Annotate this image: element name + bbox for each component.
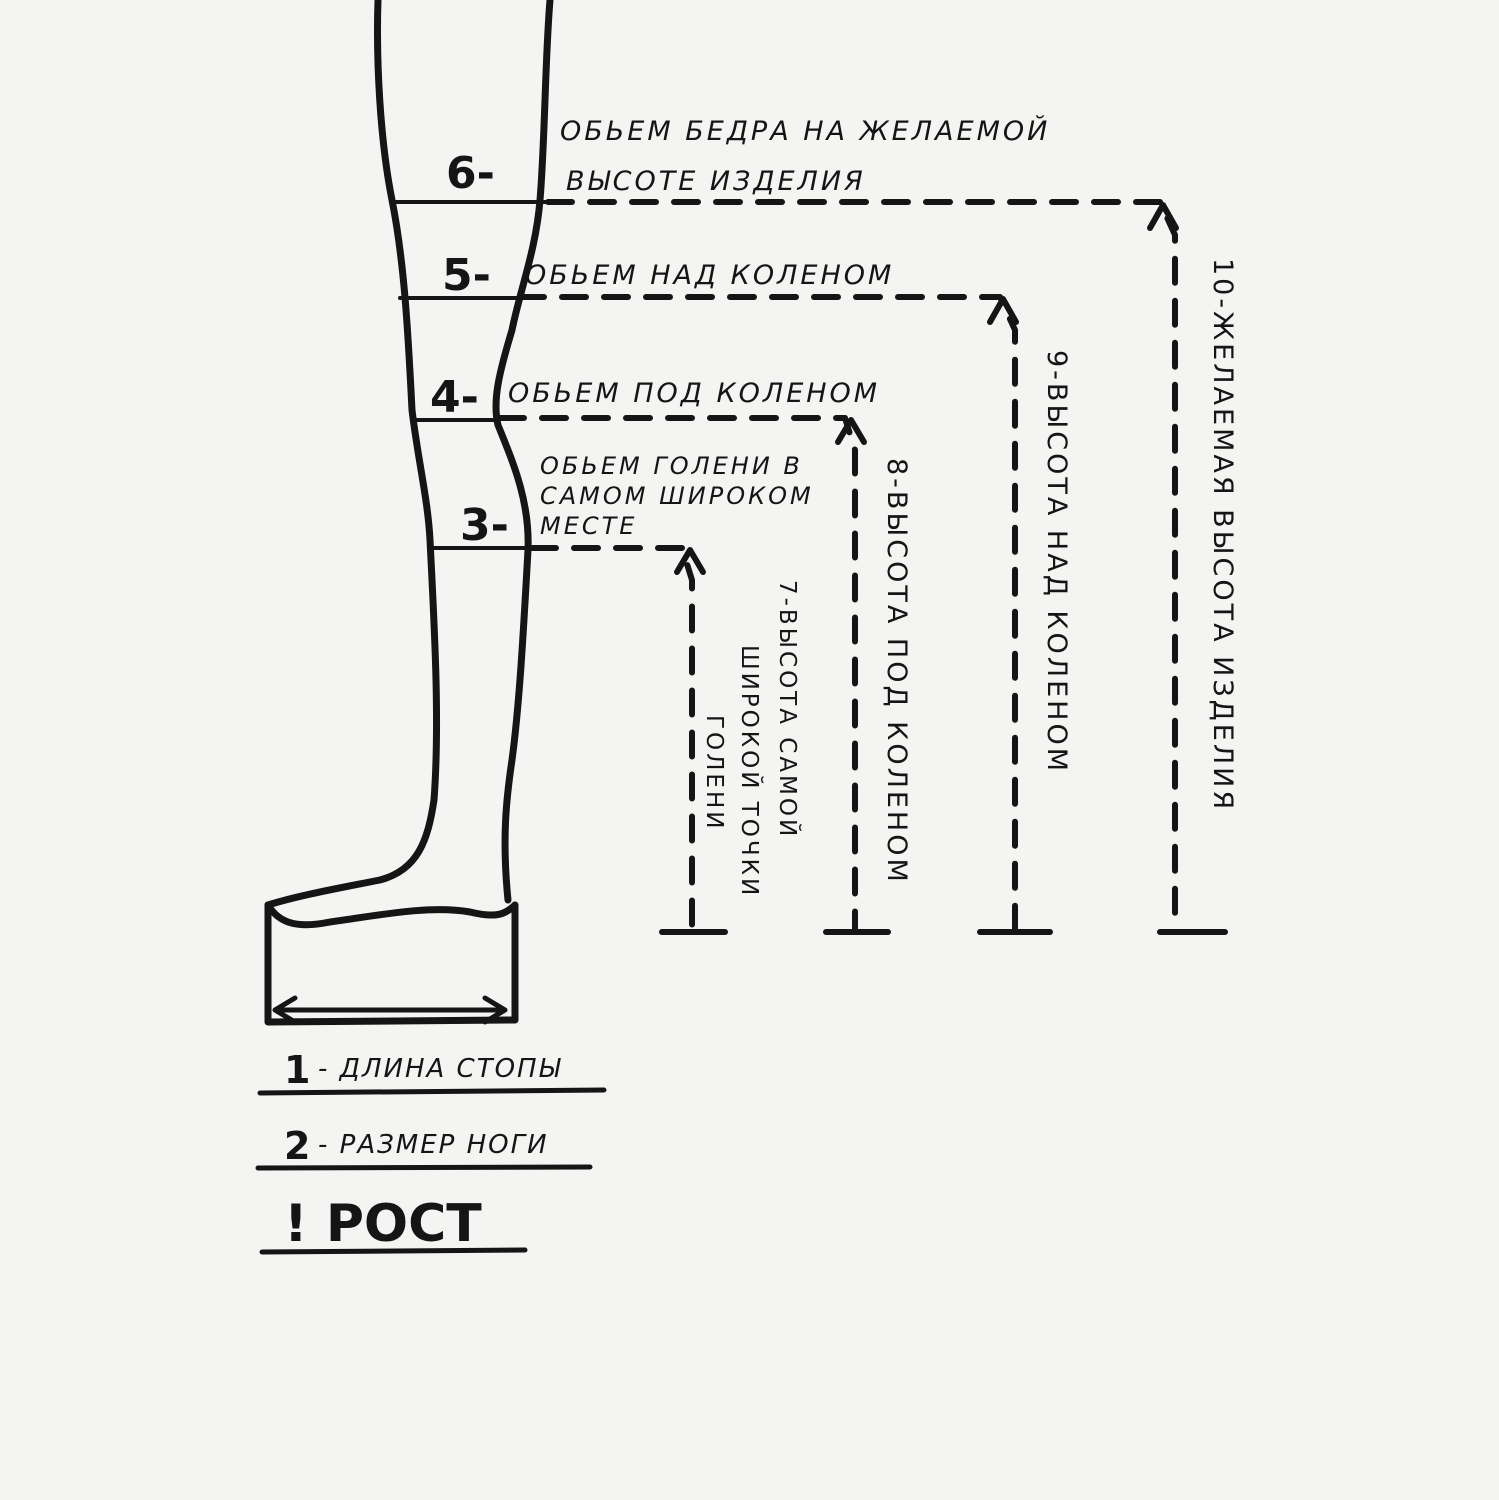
label-5-text: ОБЬЕМ НАД КОЛЕНОМ [525, 260, 895, 291]
label-5-number: 5- [442, 250, 491, 301]
arrow-8 [835, 417, 867, 445]
legend-2-number: 2 [284, 1124, 311, 1168]
legend-2-text: - РАЗМЕР НОГИ [318, 1130, 549, 1160]
label-6-number: 6- [446, 148, 495, 199]
leg-front-outline [492, 0, 554, 904]
foot-length-arrow [272, 995, 508, 1025]
arrow-9 [987, 296, 1019, 325]
dashed-guides [497, 199, 1178, 933]
legend-1-number: 1 [284, 1048, 311, 1092]
leg-back-outline [264, 0, 441, 909]
guide-9 [517, 294, 1018, 933]
underline-2 [255, 1164, 593, 1171]
arrow-7 [674, 547, 706, 575]
label-6-line2: ВЫСОТЕ ИЗДЕЛИЯ [566, 166, 866, 197]
sole-block [264, 901, 519, 1026]
label-7-line1: 7-ВЫСОТА САМОЙ [774, 580, 800, 840]
legend-underlines [255, 1087, 607, 1255]
label-9-text: 9-ВЫСОТА НАД КОЛЕНОМ [1041, 350, 1072, 774]
label-8-text: 8-ВЫСОТА ПОД КОЛЕНОМ [881, 458, 912, 885]
sole-top [264, 901, 519, 929]
label-6-line1: ОБЬЕМ БЕДРА НА ЖЕЛАЕМОЙ [560, 116, 1051, 147]
label-3-line1: ОБЬЕМ ГОЛЕНИ В [540, 452, 803, 480]
label-10-text: 10-ЖЕЛАЕМАЯ ВЫСОТА ИЗДЕЛИЯ [1207, 258, 1238, 813]
label-7-line3: ГОЛЕНИ [701, 715, 727, 832]
label-4-number: 4- [430, 372, 479, 423]
arrow-heads [674, 202, 1179, 575]
label-7-line2: ШИРОКОЙ ТОЧКИ [736, 645, 762, 899]
guide-8 [497, 415, 858, 933]
underline-3 [259, 1247, 528, 1255]
label-3-number: 3- [460, 500, 509, 551]
legend-3-text: ! РОСТ [284, 1194, 482, 1254]
guide-7 [529, 545, 695, 933]
label-3-line2: САМОМ ШИРОКОМ [540, 482, 814, 510]
label-3-line3: МЕСТЕ [540, 512, 638, 540]
underline-1 [257, 1087, 607, 1096]
label-4-text: ОБЬЕМ ПОД КОЛЕНОМ [508, 378, 881, 409]
legend-1-text: - ДЛИНА СТОПЫ [318, 1054, 562, 1084]
arrow-10 [1147, 202, 1179, 231]
guide-10 [545, 199, 1178, 933]
